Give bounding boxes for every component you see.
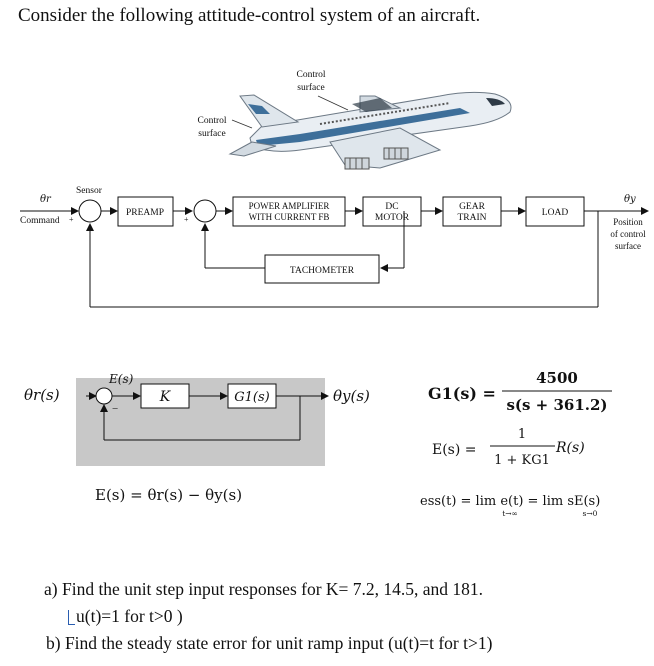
control-surface-label-top-2: surface bbox=[297, 82, 324, 93]
attitude-control-diagram: Control surface Control surface θr Comma… bbox=[20, 70, 649, 308]
question-b: b) Find the steady state error for unit … bbox=[46, 633, 493, 653]
control-surface-label-left-2: surface bbox=[198, 128, 225, 139]
es-rhs: R(s) bbox=[555, 440, 585, 456]
dc-motor-block bbox=[362, 196, 422, 227]
theta-r-symbol: θr bbox=[40, 194, 52, 205]
g1-numerator: 4500 bbox=[536, 369, 578, 387]
es-lhs: E(s) = bbox=[432, 442, 477, 458]
gear-train-label-2: TRAIN bbox=[457, 213, 486, 223]
gain-label: K bbox=[159, 389, 172, 405]
control-surface-label-left: Control bbox=[197, 116, 226, 126]
error-label: E(s) bbox=[108, 372, 134, 386]
airplane-illustration bbox=[228, 91, 512, 170]
plant-label: G1(s) bbox=[234, 390, 269, 405]
load-label: LOAD bbox=[542, 208, 569, 218]
plus-sign-1: + bbox=[69, 215, 74, 224]
g1-denominator: s(s + 361.2) bbox=[506, 396, 607, 414]
control-surface-label-top: Control bbox=[296, 70, 325, 80]
summing-junction-2 bbox=[193, 199, 217, 223]
summing-junction bbox=[95, 387, 113, 405]
power-amp-label-2: WITH CURRENT FB bbox=[249, 212, 330, 222]
dc-motor-label-1: DC bbox=[385, 202, 398, 212]
theta-y-symbol: θy bbox=[624, 194, 636, 205]
theta-r-s-label: θr(s) bbox=[24, 386, 60, 404]
simplified-block-diagram: θr(s) E(s) − K G1(s) θy(s) bbox=[24, 372, 370, 466]
question-a-note-row: u(t)=1 for t>0 ) bbox=[68, 606, 183, 627]
tachometer-label: TACHOMETER bbox=[290, 266, 355, 276]
dc-motor-label-2: MOTOR bbox=[375, 213, 410, 223]
sensor-label: Sensor bbox=[76, 186, 103, 196]
preamp-label: PREAMP bbox=[126, 208, 164, 218]
power-amp-label-1: POWER AMPLIFIER bbox=[249, 201, 330, 211]
ess-limit-t: t→∞ bbox=[502, 509, 518, 518]
output-label-3: surface bbox=[615, 241, 641, 251]
es-numerator: 1 bbox=[518, 427, 526, 442]
ess-limit-s: s→0 bbox=[583, 509, 598, 518]
summing-junction-1 bbox=[78, 199, 102, 223]
cursor-mark bbox=[68, 610, 75, 625]
es-denominator: 1 + KG1 bbox=[494, 453, 550, 468]
diagram-background bbox=[76, 378, 325, 466]
output-label-1: Position bbox=[613, 217, 643, 227]
minus-sign: − bbox=[112, 403, 118, 415]
plus-sign-2: + bbox=[184, 215, 189, 224]
ess-equation: ess(t) = lim e(t) = lim sE(s) bbox=[420, 494, 600, 509]
tachometer-block bbox=[264, 254, 380, 284]
gear-train-block bbox=[442, 196, 502, 227]
preamp-block bbox=[117, 196, 174, 227]
command-label: Command bbox=[20, 216, 60, 226]
plant-block bbox=[227, 383, 277, 409]
question-a-note: u(t)=1 for t>0 ) bbox=[76, 606, 183, 626]
g1-lhs: G1(s) = bbox=[428, 384, 496, 403]
equations-panel: G1(s) = 4500 s(s + 361.2) E(s) = 1 1 + K… bbox=[420, 369, 612, 518]
gear-train-label-1: GEAR bbox=[459, 202, 486, 212]
theta-y-s-label: θy(s) bbox=[333, 387, 370, 405]
error-definition: E(s) = θr(s) − θy(s) bbox=[95, 486, 243, 504]
power-amplifier-block bbox=[232, 196, 346, 227]
question-a: a) Find the unit step input responses fo… bbox=[44, 579, 484, 599]
output-label-2: of control bbox=[610, 229, 646, 239]
problem-title: Consider the following attitude-control … bbox=[18, 5, 481, 26]
gain-block bbox=[140, 383, 190, 409]
